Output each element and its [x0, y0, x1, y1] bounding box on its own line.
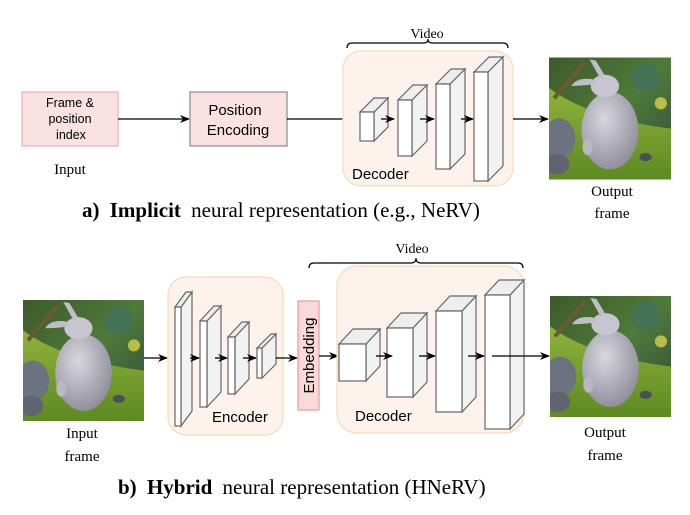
- caption-b-prefix: b): [118, 475, 137, 499]
- position-encoding-box: Position Encoding: [189, 91, 288, 147]
- decoder-block-b-2: [385, 311, 429, 399]
- output-caption-b-1: Output: [584, 425, 627, 441]
- input-box-line-3: index: [56, 128, 87, 142]
- output-caption-a-1: Output: [591, 184, 634, 200]
- caption-a-prefix: a): [82, 198, 100, 222]
- frame-position-index-box: Frame & position index: [21, 91, 119, 147]
- posenc-rect: [189, 91, 288, 147]
- input-box-line-2: position: [48, 112, 91, 126]
- encoder-block-2: [198, 304, 223, 409]
- embedding-box: Embedding: [297, 300, 320, 411]
- decoder-block-a-4: [472, 55, 505, 183]
- caption-a-rest: neural representation (e.g., NeRV): [191, 198, 480, 222]
- posenc-line-1: Position: [208, 102, 261, 119]
- caption-b-bold: Hybrid: [147, 475, 213, 499]
- embedding-label: Embedding: [301, 318, 318, 394]
- input-caption-b-1: Input: [66, 426, 98, 442]
- input-box-line-1: Frame &: [46, 96, 95, 110]
- caption-b-rest: neural representation (HNeRV): [223, 475, 486, 499]
- output-caption-a-2: frame: [595, 206, 630, 222]
- output-frame-image-a: [543, 58, 671, 180]
- video-brace-b: [308, 257, 524, 269]
- input-caption: Input: [54, 162, 86, 178]
- encoder-label: Encoder: [212, 409, 268, 426]
- decoder-block-b-3: [434, 294, 478, 414]
- video-brace-a: [346, 38, 509, 49]
- decoder-label-a: Decoder: [352, 166, 409, 183]
- decoder-block-a-3: [434, 67, 467, 171]
- posenc-line-2: Encoding: [207, 122, 270, 139]
- caption-a: a) Implicit neural representation (e.g.,…: [82, 198, 480, 222]
- encoder-block-4: [255, 332, 278, 380]
- encoder-block-3: [226, 320, 251, 396]
- video-label-a: Video: [410, 27, 443, 42]
- panel-a-implicit: Frame & position index Input Position En…: [21, 27, 671, 222]
- panel-b-hybrid: Input frame Encoder: [17, 242, 671, 499]
- decoder-block-b-1: [337, 327, 382, 383]
- input-box-rect: [21, 91, 119, 147]
- caption-b: b) Hybrid neural representation (HNeRV): [118, 475, 486, 499]
- caption-a-bold: Implicit: [110, 198, 181, 222]
- input-frame-image-b: [17, 300, 144, 421]
- output-caption-b-2: frame: [588, 448, 623, 464]
- input-caption-b-2: frame: [65, 449, 100, 465]
- decoder-label-b: Decoder: [355, 408, 412, 425]
- decoder-block-b-4: [483, 278, 526, 431]
- decoder-block-a-2: [396, 83, 429, 158]
- output-frame-image-b: [544, 296, 671, 417]
- video-label-b: Video: [395, 242, 428, 257]
- encoder-block-1: [173, 290, 194, 428]
